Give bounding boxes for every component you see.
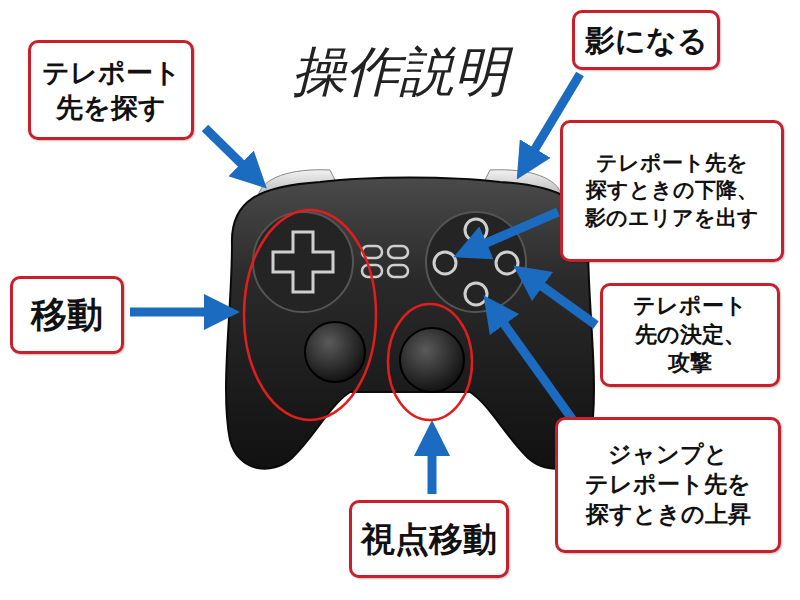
face-button-base [426,212,526,312]
leader-arrow [494,310,575,423]
face-button [465,283,487,305]
callout-box: テレポート 先の決定、 攻撃 [600,283,780,387]
callout-text: テレポート先を 探すときの下降、 影のエリアを出す [585,150,759,232]
callout-text: 移動 [31,292,103,339]
leader-arrow [528,276,596,325]
callout-text: テレポート 先の決定、 攻撃 [633,292,747,378]
leader-arrow [130,308,222,317]
callout-box: 視点移動 [349,500,509,578]
callout-box: 移動 [10,276,124,354]
start-button [388,246,408,258]
face-button [496,252,518,274]
callout-box: テレポート先を 探すときの下降、 影のエリアを出す [560,120,784,262]
callout-text: ジャンプと テレポート先を 探すときの上昇 [585,440,751,530]
dpad-base [253,212,353,312]
face-button [434,252,456,274]
highlight-ellipse [244,210,376,420]
callout-box: 影になる [572,10,720,70]
diagram-title: 操作説明 [292,36,508,109]
callout-text: 視点移動 [361,517,497,561]
leader-arrow [428,438,437,494]
callout-text: 影になる [585,21,708,60]
leader-arrow [205,128,254,176]
callout-box: テレポート 先を探す [28,40,194,140]
left-stick [305,322,365,382]
face-button [465,219,487,241]
leader-arrow [470,212,558,250]
gamepad-body [226,178,594,469]
callout-box: ジャンプと テレポート先を 探すときの上昇 [555,417,781,553]
callout-text: テレポート 先を探す [42,55,181,125]
leader-arrows [130,74,596,494]
highlight-ellipse [388,304,472,420]
start-button [388,265,408,277]
right-stick [400,328,464,392]
dpad [273,232,333,292]
